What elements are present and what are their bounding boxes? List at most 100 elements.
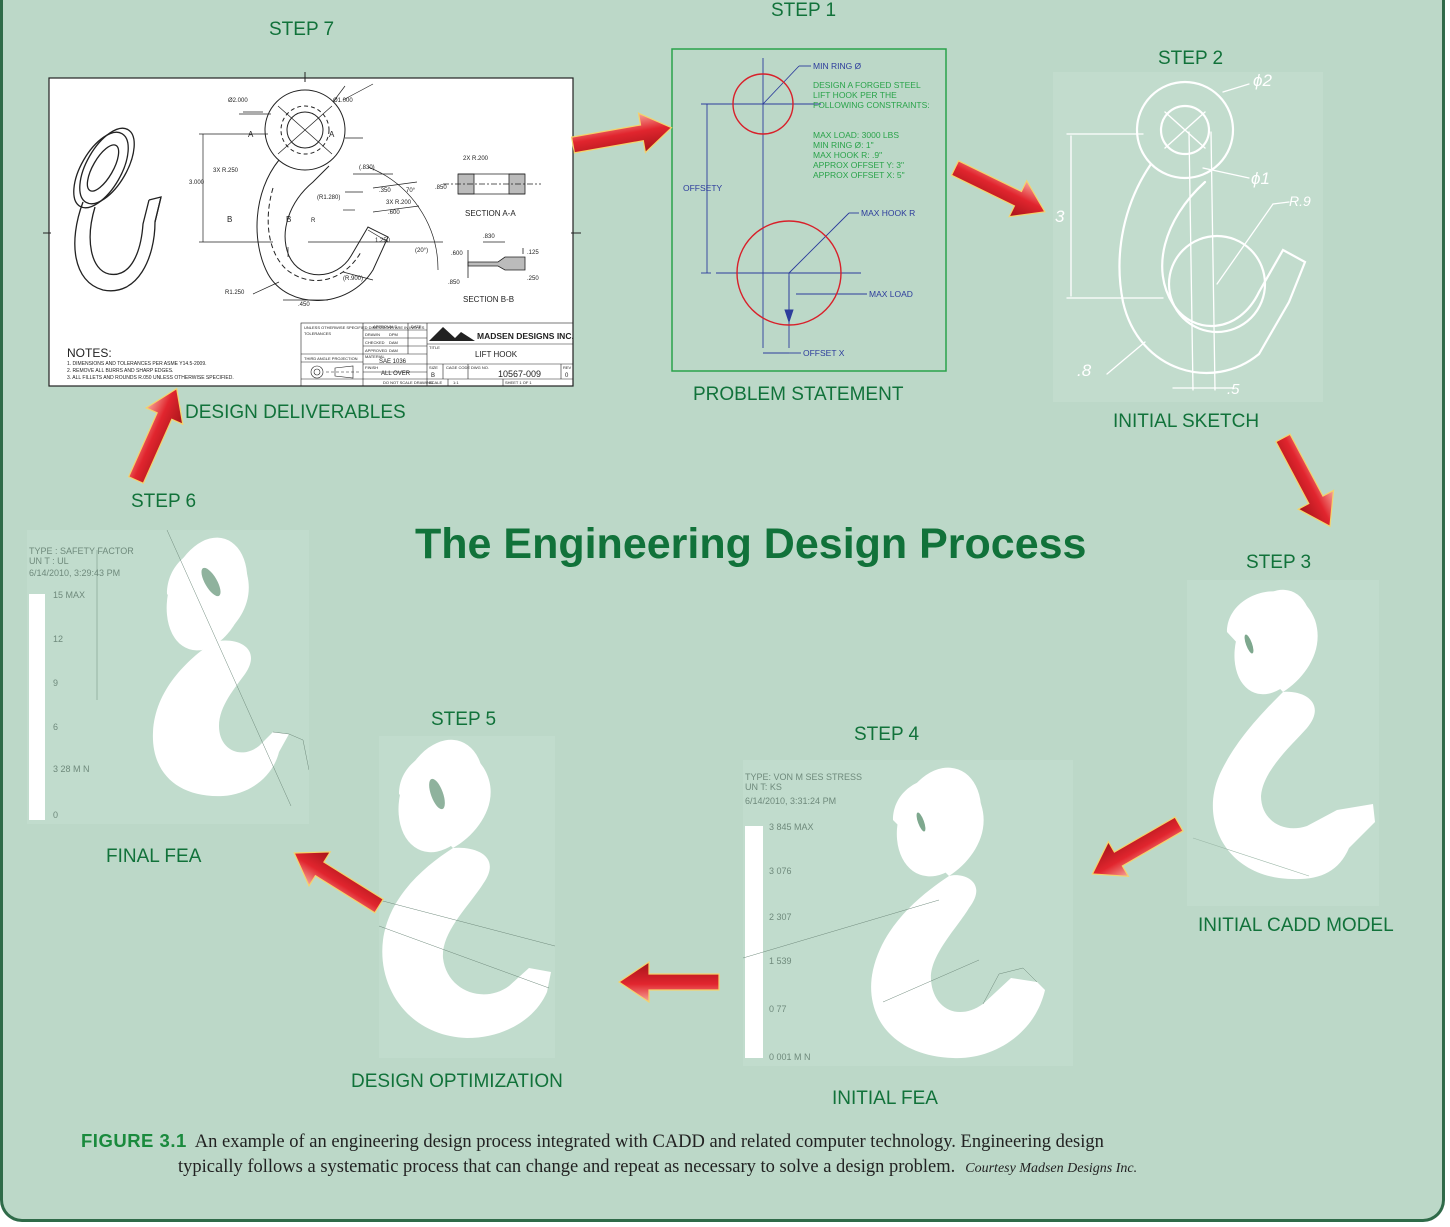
dim-text: (.830): [359, 165, 375, 171]
tolerances-label: TOLERANCES: [304, 331, 331, 336]
offset-y-label: OFFSETY: [683, 183, 723, 193]
approved-initials: DAM: [389, 348, 398, 353]
sheet-label: SHEET 1 OF 1: [505, 380, 532, 385]
constraint-text: APPROX OFFSET Y: 3": [813, 160, 904, 170]
arrow-5-to-6: [282, 835, 391, 924]
sketch-r9: R.9: [1289, 193, 1311, 209]
drawn-initials: DPM: [389, 332, 398, 337]
caption-text-2: typically follows a systematic process t…: [178, 1157, 956, 1177]
dwg-number: 10567-009: [498, 369, 541, 379]
max-load-label: MAX LOAD: [869, 289, 913, 299]
company-name: MADSEN DESIGNS INC.: [477, 331, 574, 341]
step-2-title: INITIAL SKETCH: [1113, 411, 1260, 432]
problem-text: FOLLOWING CONSTRAINTS:: [813, 100, 930, 110]
arrow-6-to-7: [117, 379, 196, 489]
fea-initial-scale: 3 845 MAX: [769, 822, 814, 832]
sketch-phi1: ϕ1: [1251, 169, 1270, 188]
problem-statement-panel: MIN RING Ø OFFSETY MAX HOOK R MAX LOAD O…: [671, 48, 947, 372]
constraint-text: MIN RING Ø: 1": [813, 140, 874, 150]
size-label: SIZE: [429, 365, 438, 370]
caption-courtesy: Courtesy Madsen Designs Inc.: [965, 1161, 1138, 1176]
date-label: DATE: [411, 324, 422, 329]
step-6-label: STEP 6: [131, 491, 197, 512]
constraint-text: APPROX OFFSET X: 5": [813, 170, 905, 180]
fea-initial-type: TYPE: VON M SES STRESS: [745, 772, 862, 782]
scale-value: 1:1: [453, 380, 459, 385]
dim-text: 70°: [406, 188, 416, 194]
diagram-title: The Engineering Design Process: [415, 520, 1087, 568]
initial-fea: TYPE: VON M SES STRESS UN T: KS 6/14/201…: [743, 760, 1073, 1066]
fea-final-type: TYPE : SAFETY FACTOR: [29, 546, 134, 556]
sketch-five: .5: [1227, 381, 1240, 398]
section-mark-a-left: A: [248, 130, 254, 139]
fea-initial-scale: 0 77: [769, 1004, 787, 1014]
fea-final-scale-bar: [29, 594, 45, 820]
step-7-title: DESIGN DELIVERABLES: [185, 402, 406, 423]
fea-final-scale: 12: [53, 634, 63, 644]
note-line: 1. DIMENSIONS AND TOLERANCES PER ASME Y1…: [67, 361, 207, 367]
step-1-label: STEP 1: [771, 0, 837, 21]
fea-initial-scale-bar: [745, 826, 763, 1058]
dim-text: .250: [527, 276, 539, 282]
sketch-three: 3: [1055, 207, 1065, 226]
initial-cadd-model: [1187, 580, 1379, 906]
cage-label: CAGE CODE: [446, 365, 470, 370]
sketch-eight: .8: [1077, 361, 1092, 380]
material-value: SAE 1036: [379, 359, 407, 365]
dim-text: Ø2.000: [228, 98, 248, 104]
max-hook-r-label: MAX HOOK R: [861, 208, 915, 218]
fea-initial-scale: 1 539: [769, 956, 792, 966]
step-4-title: INITIAL FEA: [832, 1088, 938, 1109]
section-a-a-label: SECTION A-A: [465, 209, 516, 218]
section-b-b-label: SECTION B-B: [463, 295, 514, 304]
size-value: B: [431, 373, 435, 379]
dim-text: .600: [451, 251, 463, 257]
dim-text: 3X R.250: [213, 168, 239, 174]
fea-initial-unit: UN T: KS: [745, 782, 782, 792]
dim-text: .850: [435, 185, 447, 191]
finish-label: FINISH: [365, 365, 378, 370]
dim-text: 3.000: [189, 180, 205, 186]
do-not-scale: DO NOT SCALE DRAWING: [383, 380, 433, 385]
initial-sketch: ϕ2 ϕ1 R.9 3 .8 .5: [1053, 72, 1323, 402]
dim-text: 2X R.200: [463, 156, 489, 162]
dim-text: 3X R.200: [386, 200, 412, 206]
approvals-label: APPROVALS: [373, 324, 397, 329]
dim-text: (R1.280): [317, 195, 340, 201]
step-5-title: DESIGN OPTIMIZATION: [351, 1071, 563, 1092]
checked-label: CHECKED: [365, 340, 385, 345]
sketch-phi2: ϕ2: [1253, 72, 1272, 90]
company-logo-icon: [429, 327, 475, 341]
material-label: MATERIAL: [365, 354, 385, 359]
finish-value: ALL OVER: [381, 371, 411, 377]
dim-text: .600: [388, 210, 400, 216]
dim-text: R: [311, 218, 316, 224]
dim-text: R1.250: [225, 290, 245, 296]
fea-initial-date: 6/14/2010, 3:31:24 PM: [745, 796, 836, 806]
design-optimization: [379, 736, 555, 1058]
arrow-4-to-5: [618, 961, 720, 1003]
dim-text: .830: [483, 234, 495, 240]
tolerance-header: UNLESS OTHERWISE SPECIFIED DIMENSIONS AR…: [304, 325, 425, 330]
arrow-3-to-4: [1081, 806, 1190, 892]
constraint-text: MAX LOAD: 3000 LBS: [813, 130, 899, 140]
step-2-label: STEP 2: [1158, 48, 1224, 69]
note-line: 3. ALL FILLETS AND ROUNDS R.050 UNLESS O…: [67, 375, 234, 381]
problem-text: DESIGN A FORGED STEEL: [813, 80, 921, 90]
fea-final-scale: 15 MAX: [53, 590, 85, 600]
rev-label: REV: [563, 365, 572, 370]
note-line: 2. REMOVE ALL BURRS AND SHARP EDGES.: [67, 368, 173, 374]
fea-initial-scale: 3 076: [769, 866, 792, 876]
dim-text: .850: [448, 280, 460, 286]
fea-final-scale: 0: [53, 810, 58, 820]
final-fea: TYPE : SAFETY FACTOR UN T : UL 6/14/2010…: [27, 530, 309, 824]
third-angle-label: THIRD ANGLE PROJECTION: [304, 356, 358, 361]
step-3-title: INITIAL CADD MODEL: [1198, 915, 1394, 936]
drawing-sheet: A A B B Ø2.000 Ø1.000 3X R.250 3.000 (.8…: [43, 72, 581, 387]
fea-initial-scale: 2 307: [769, 912, 792, 922]
section-b-b-view: [467, 241, 526, 278]
dim-text: .350: [379, 188, 391, 194]
problem-text: LIFT HOOK PER THE: [813, 90, 897, 100]
scale-label: SCALE: [429, 380, 442, 385]
step-1-title: PROBLEM STATEMENT: [693, 384, 904, 405]
